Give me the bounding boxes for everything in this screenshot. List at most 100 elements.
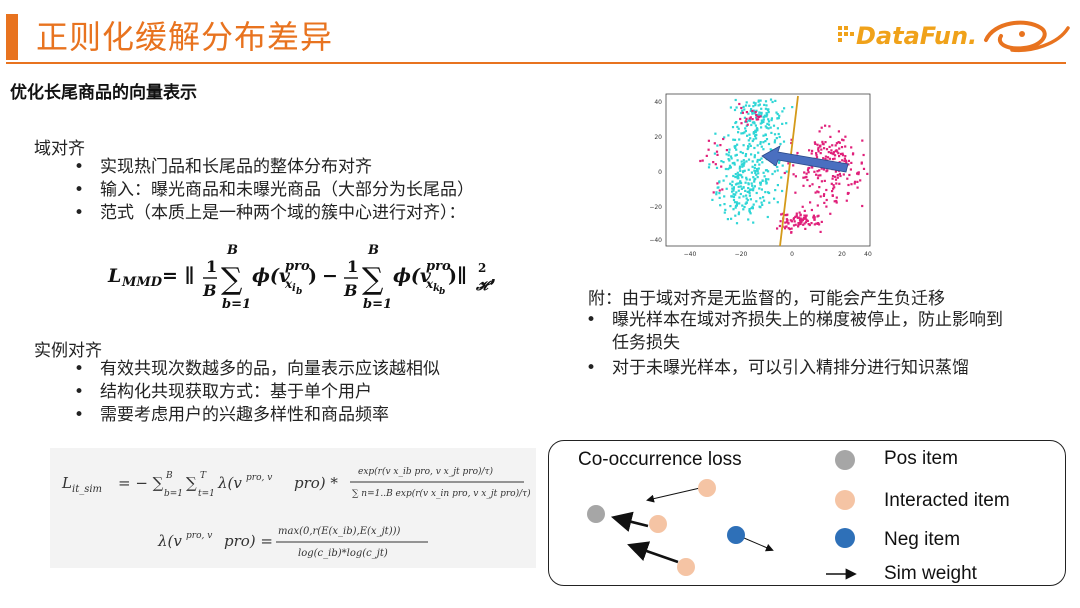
tsne-point bbox=[837, 130, 840, 133]
tsne-point bbox=[781, 164, 784, 167]
tsne-point bbox=[778, 161, 781, 164]
tsne-point bbox=[738, 165, 742, 168]
tsne-point bbox=[760, 157, 763, 160]
tsne-point bbox=[798, 219, 802, 222]
tsne-point bbox=[723, 203, 726, 206]
tsne-point bbox=[742, 144, 745, 147]
tsne-point bbox=[802, 176, 805, 179]
tsne-point bbox=[813, 223, 816, 226]
tsne-point bbox=[812, 214, 815, 217]
tsne-x-tick-label: 0 bbox=[790, 251, 794, 258]
tsne-point bbox=[807, 223, 810, 226]
tsne-point bbox=[759, 115, 762, 118]
sim-lambda: λ(v bbox=[217, 474, 242, 492]
tsne-point bbox=[814, 191, 817, 194]
tsne-point bbox=[831, 190, 834, 193]
tsne-point bbox=[748, 194, 751, 197]
tsne-point bbox=[753, 185, 756, 188]
tsne-point bbox=[707, 166, 711, 169]
tsne-point bbox=[762, 141, 765, 144]
tsne-point bbox=[847, 183, 850, 187]
tsne-point bbox=[719, 204, 722, 207]
tsne-point bbox=[712, 161, 715, 164]
tsne-point bbox=[734, 121, 737, 125]
tsne-point bbox=[782, 140, 786, 143]
tsne-point bbox=[747, 182, 750, 185]
tsne-point bbox=[776, 113, 779, 116]
tsne-point bbox=[808, 223, 811, 227]
tsne-point bbox=[732, 138, 735, 141]
tsne-point bbox=[861, 204, 864, 208]
tsne-point bbox=[753, 169, 756, 172]
list-item: 结构化共现获取方式：基于单个用户 bbox=[74, 381, 574, 404]
tsne-point bbox=[785, 218, 788, 221]
tsne-point bbox=[842, 173, 845, 176]
tsne-point bbox=[764, 180, 767, 183]
tsne-point bbox=[836, 176, 839, 179]
tsne-point bbox=[734, 206, 737, 209]
tsne-point bbox=[772, 124, 776, 127]
tsne-point bbox=[849, 168, 852, 171]
tsne-point bbox=[752, 189, 755, 192]
mmd-norm-sup: 2 bbox=[478, 261, 486, 275]
tsne-point bbox=[736, 171, 739, 174]
tsne-point bbox=[737, 127, 740, 130]
tsne-point bbox=[835, 182, 838, 185]
tsne-point bbox=[740, 174, 743, 177]
mmd-eq: = ∥ bbox=[162, 265, 195, 287]
tsne-point bbox=[754, 104, 757, 107]
sim-sum2-symbol: ∑ bbox=[186, 474, 197, 492]
tsne-point bbox=[847, 163, 850, 166]
tsne-point bbox=[841, 138, 844, 141]
tsne-point bbox=[834, 154, 837, 157]
tsne-point bbox=[745, 197, 748, 200]
sim-lhs-sub: it_sim bbox=[72, 484, 102, 495]
tsne-point bbox=[752, 101, 755, 104]
tsne-point bbox=[738, 102, 741, 106]
tsne-point bbox=[833, 186, 836, 189]
tsne-point bbox=[844, 145, 847, 148]
tsne-point bbox=[756, 158, 759, 162]
tsne-point bbox=[777, 132, 780, 136]
tsne-point bbox=[820, 148, 823, 151]
tsne-point bbox=[736, 202, 739, 205]
tsne-point bbox=[836, 174, 839, 177]
tsne-point bbox=[739, 192, 742, 196]
tsne-point bbox=[759, 99, 762, 102]
tsne-point bbox=[756, 113, 759, 117]
tsne-point bbox=[760, 111, 763, 114]
sim-frac-num: exp(r(v x_ib pro, v x_jt pro)/τ) bbox=[358, 466, 494, 477]
tsne-point bbox=[838, 147, 841, 150]
tsne-point bbox=[799, 214, 802, 217]
weak-sim-arrow bbox=[646, 487, 701, 503]
tsne-point bbox=[825, 148, 829, 151]
tsne-point bbox=[819, 174, 822, 177]
tsne-point bbox=[754, 134, 757, 137]
tsne-point bbox=[792, 164, 795, 167]
tsne-point bbox=[762, 171, 765, 174]
tsne-point bbox=[734, 98, 737, 102]
tsne-point bbox=[728, 148, 731, 151]
tsne-point bbox=[760, 201, 763, 204]
tsne-point bbox=[753, 180, 756, 183]
tsne-point bbox=[734, 175, 737, 179]
tsne-point bbox=[818, 169, 821, 172]
tsne-point bbox=[774, 99, 777, 102]
tsne-point bbox=[776, 201, 779, 204]
tsne-point bbox=[737, 182, 740, 185]
tsne-point bbox=[856, 180, 859, 183]
tsne-point bbox=[716, 153, 719, 156]
tsne-point bbox=[729, 106, 732, 109]
tsne-point bbox=[738, 196, 741, 199]
tsne-point bbox=[835, 149, 838, 152]
tsne-point bbox=[834, 178, 838, 181]
tsne-point bbox=[817, 150, 820, 153]
tsne-point bbox=[760, 119, 763, 122]
tsne-point bbox=[810, 208, 813, 212]
tsne-point bbox=[747, 218, 750, 221]
tsne-point bbox=[754, 170, 757, 173]
mmd-phi2-subsub: k bbox=[433, 283, 440, 294]
tsne-point bbox=[735, 153, 738, 156]
tsne-point bbox=[749, 109, 752, 112]
